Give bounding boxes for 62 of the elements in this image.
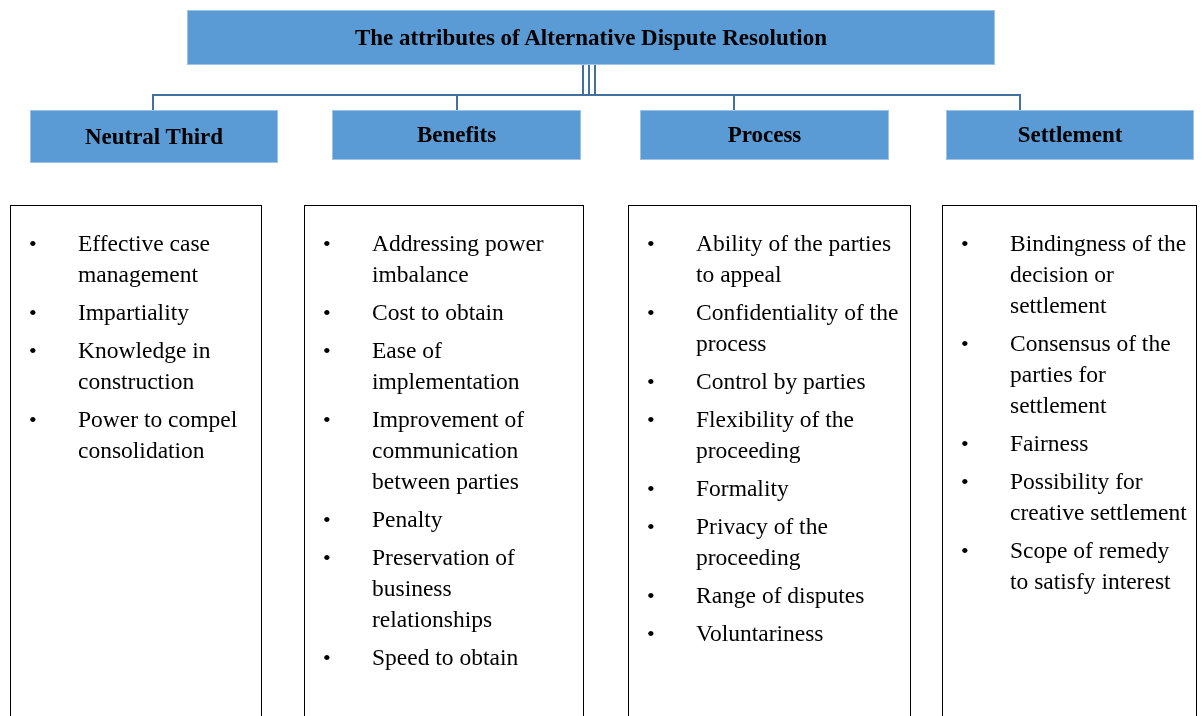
bullet: • (647, 582, 655, 610)
bullet: • (29, 406, 37, 434)
bullet: • (961, 537, 969, 565)
category-box (946, 110, 1194, 160)
category-box (332, 110, 581, 160)
bullet: • (647, 299, 655, 327)
list-item-text: Cost to obtain (372, 298, 505, 327)
list-box (10, 205, 262, 716)
list-item-text: Voluntariness (696, 619, 825, 648)
list-item-text: Impartiality (78, 298, 190, 327)
list-item-text: Privacy of the proceeding (696, 512, 829, 572)
category-box (30, 110, 278, 163)
bullet: • (961, 330, 969, 358)
bullet: • (647, 230, 655, 258)
list-item-text: Preservation of business relationships (372, 543, 516, 634)
bullet: • (647, 620, 655, 648)
list-box (304, 205, 584, 716)
bullet: • (323, 299, 331, 327)
category-title: Process (727, 122, 802, 148)
bullet: • (647, 368, 655, 396)
list-item-text: Effective case management (78, 229, 211, 289)
title-text: The attributes of Alternative Dispute Resolution (354, 24, 828, 51)
list-item-text: Formality (696, 474, 790, 503)
list-item-text: Power to compel consolidation (78, 405, 239, 465)
list-box (942, 205, 1197, 716)
bullet: • (647, 406, 655, 434)
bullet: • (323, 544, 331, 572)
bullet: • (647, 513, 655, 541)
bullet: • (29, 299, 37, 327)
bullet: • (961, 430, 969, 458)
list-item-text: Control by parties (696, 367, 867, 396)
list-item-text: Possibility for creative settlement (1010, 467, 1188, 527)
category-box (640, 110, 889, 160)
list-item-text: Fairness (1010, 429, 1090, 458)
bullet: • (323, 230, 331, 258)
bullet: • (323, 644, 331, 672)
bullet: • (323, 406, 331, 434)
bullet: • (323, 506, 331, 534)
title-box (187, 10, 995, 65)
list-item-text: Flexibility of the proceeding (696, 405, 855, 465)
bullet: • (323, 337, 331, 365)
bullet: • (961, 468, 969, 496)
bullet: • (29, 337, 37, 365)
list-item-text: Scope of remedy to satisfy interest (1010, 536, 1172, 596)
list-item-text: Ease of implementation (372, 336, 521, 396)
list-item-text: Addressing power imbalance (372, 229, 545, 289)
list-box (628, 205, 911, 716)
list-item-text: Bindingness of the decision or settlement (1010, 229, 1188, 320)
list-item-text: Speed to obtain (372, 643, 520, 672)
list-item-text: Knowledge in construction (78, 336, 212, 396)
list-item-text: Confidentiality of the process (696, 298, 900, 358)
category-title: Settlement (1017, 122, 1123, 148)
bullet: • (29, 230, 37, 258)
bullet: • (961, 230, 969, 258)
list-item-text: Improvement of communication between parties (372, 405, 526, 496)
category-title: Neutral Third (84, 123, 224, 150)
category-title: Benefits (416, 122, 497, 148)
list-item-text: Ability of the parties to appeal (696, 229, 893, 289)
list-item-text: Consensus of the parties for settlement (1010, 329, 1172, 420)
list-item-text: Penalty (372, 505, 444, 534)
list-item-text: Range of disputes (696, 581, 866, 610)
bullet: • (647, 475, 655, 503)
